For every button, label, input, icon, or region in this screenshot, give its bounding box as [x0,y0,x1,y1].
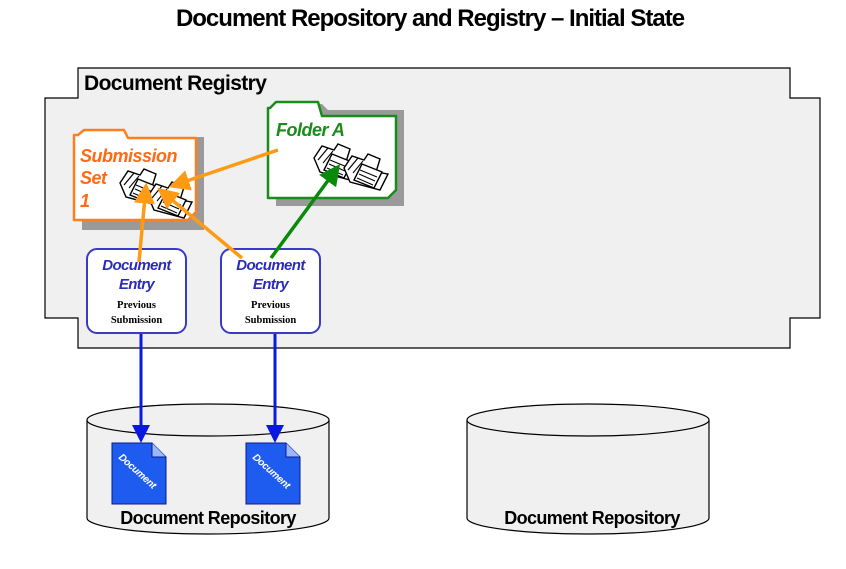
entry-1-sub-1: Previous [117,300,156,311]
entry-2-title-1: Document [236,257,306,274]
arrow-icon [133,182,155,263]
document-repository-2[interactable]: Document Repository [466,403,710,535]
repository-2-top [466,403,710,437]
document-icon[interactable]: Document [111,442,167,505]
arrow-icon [157,187,244,260]
entry-2-sub-1: Previous [251,300,290,311]
entry-2-sub-2: Submission [245,315,297,326]
arrow-icon [269,164,341,260]
document-entry-2-box [220,248,321,334]
repository-1-label: Document Repository [120,508,296,528]
submission-set-label-2: Set [80,168,108,188]
entry-1-title-2: Entry [119,276,156,293]
submission-set-label-1: Submission [80,146,178,166]
document-entry-1[interactable]: Document Entry Previous Submission [86,248,187,334]
folder-a[interactable]: Folder A [266,100,404,206]
document-entry-1-box [86,248,187,334]
arrow-icon [168,148,279,191]
entry-2-title-2: Entry [253,276,290,293]
repository-2-label: Document Repository [504,508,680,528]
repository-1-top [86,403,330,437]
registry-title: Document Registry [84,72,267,95]
folder-a-label: Folder A [276,120,344,140]
document-icon[interactable]: Document [245,442,301,505]
entry-1-sub-2: Submission [111,315,163,326]
page-title: Document Repository and Registry – Initi… [176,5,685,32]
entry-1-title-1: Document [102,257,172,274]
submission-set-label-3: 1 [80,191,90,211]
document-entry-2[interactable]: Document Entry Previous Submission [220,248,321,334]
repository-2-body [466,420,710,535]
